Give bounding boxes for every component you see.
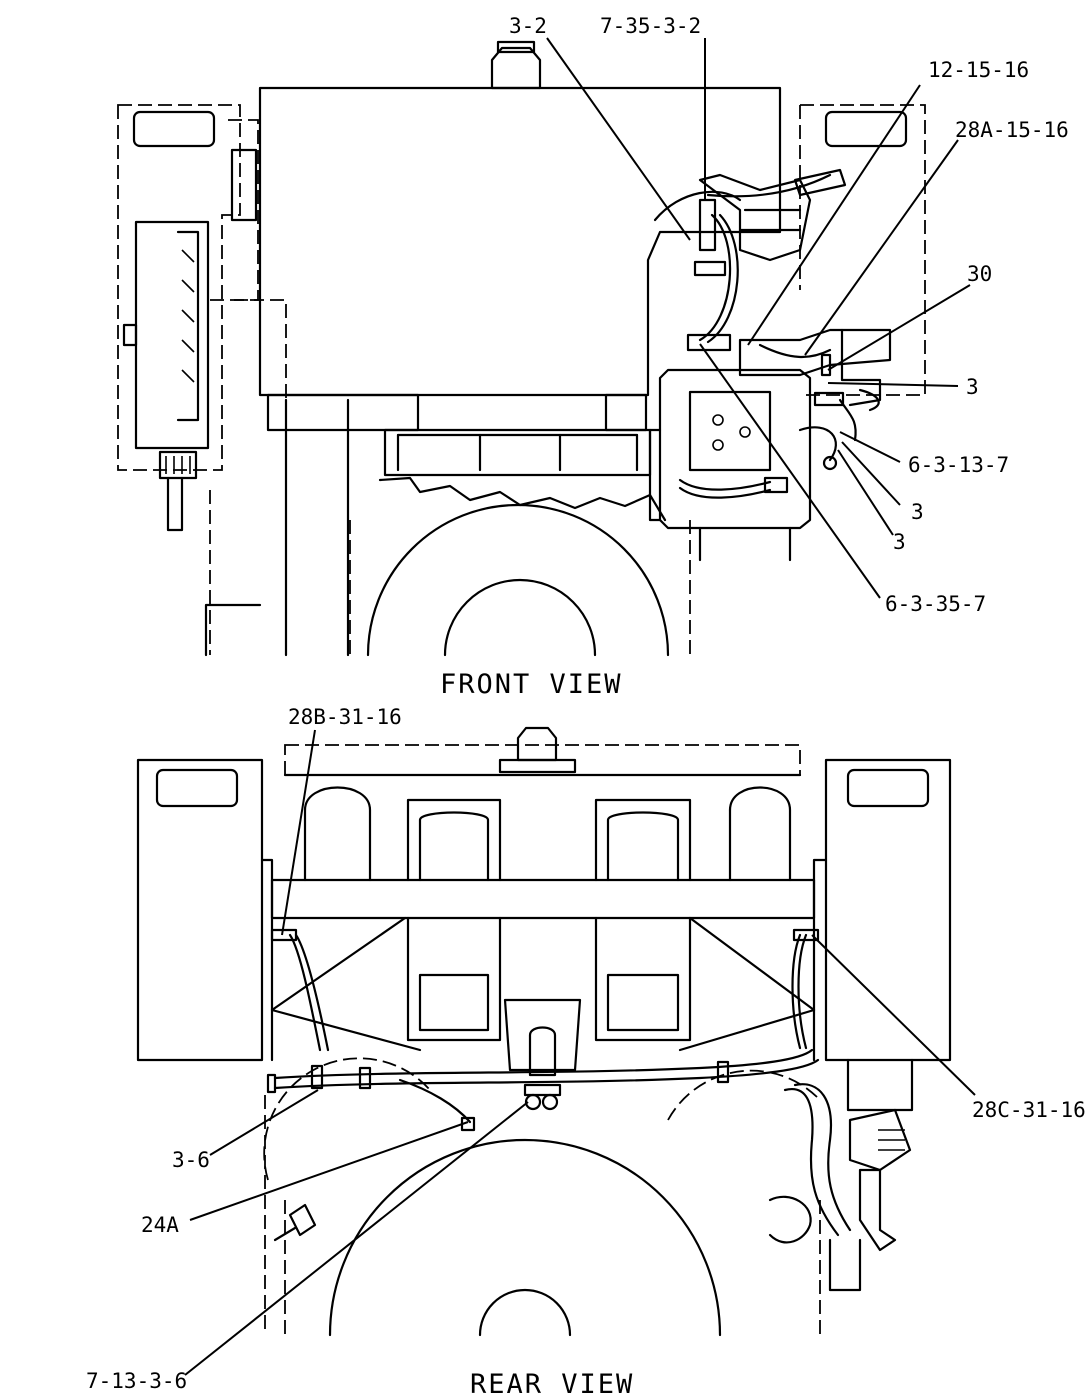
callout-6-3-35-7: 6-3-35-7 [885,592,986,616]
front-view-leaders [546,37,971,599]
callout-28b-31-16: 28B-31-16 [288,705,402,729]
callout-3-6: 3-6 [172,1148,210,1172]
front-view-title: FRONT VIEW [440,669,623,700]
callout-30: 30 [967,262,992,286]
callout-7-13-3-6: 7-13-3-6 [86,1369,187,1393]
front-view-callouts: 3-2 7-35-3-2 12-15-16 28A-15-16 30 3 6-3… [509,14,1069,616]
rear-view-leaders [184,729,976,1376]
callout-28c-31-16: 28C-31-16 [972,1098,1086,1122]
callout-3-b: 3 [911,500,924,524]
front-view-drawing [117,40,926,657]
rear-view-callouts: 28B-31-16 28C-31-16 3-6 24A 7-13-3-6 [86,705,1086,1393]
callout-3-c: 3 [893,530,906,554]
callout-24a: 24A [141,1213,179,1237]
callout-28a-15-16: 28A-15-16 [955,118,1069,142]
callout-3-2: 3-2 [509,14,547,38]
callout-6-3-13-7: 6-3-13-7 [908,453,1009,477]
callout-12-15-16: 12-15-16 [928,58,1029,82]
rear-view-title: REAR VIEW [470,1369,634,1400]
callout-3-a: 3 [966,375,979,399]
callout-7-35-3-2: 7-35-3-2 [600,14,701,38]
rear-view-drawing [136,726,952,1337]
